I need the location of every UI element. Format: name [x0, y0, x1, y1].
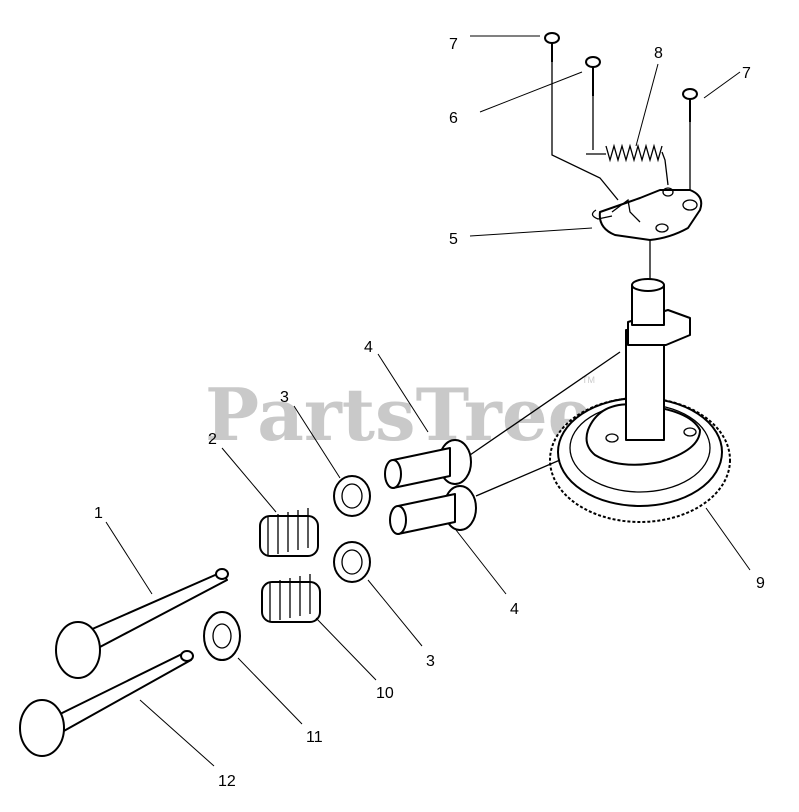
callout-9: 9 [756, 575, 765, 592]
screw-part[interactable] [682, 88, 698, 190]
callout-12: 12 [218, 773, 236, 790]
callout-3: 3 [426, 653, 435, 670]
governor-spring-part[interactable] [586, 143, 669, 186]
callout-11: 11 [306, 729, 323, 746]
governor-plate-part[interactable] [598, 189, 703, 241]
valve-spring-part[interactable] [261, 574, 321, 623]
tappet-part[interactable] [389, 459, 561, 535]
governor-assembly [544, 32, 703, 285]
callout-4: 4 [510, 601, 519, 618]
callout-2: 2 [208, 431, 217, 448]
valve-spring-part[interactable] [259, 508, 319, 557]
watermark-tm: TM [582, 375, 595, 385]
callout-1: 1 [94, 505, 103, 522]
watermark-text: PartsTree [205, 372, 593, 457]
callout-7: 7 [742, 65, 751, 82]
callout-7: 7 [449, 36, 458, 53]
callout-3: 3 [280, 389, 289, 406]
tappet-part[interactable] [384, 351, 621, 489]
callout-6: 6 [449, 110, 458, 127]
valve-seal-part[interactable] [203, 611, 241, 661]
callout-8: 8 [654, 45, 663, 62]
callout-10: 10 [376, 685, 394, 702]
valve-part[interactable] [55, 568, 229, 679]
valve-part[interactable] [19, 650, 194, 757]
screw-part[interactable] [585, 56, 601, 150]
callout-5: 5 [449, 231, 458, 248]
valve-retainer-part[interactable] [333, 541, 371, 583]
camshaft-gear-part[interactable] [549, 278, 731, 523]
leader-lines [105, 35, 751, 767]
valve-retainer-part[interactable] [333, 475, 371, 517]
watermark: PartsTree TM [205, 372, 595, 457]
callout-labels: 7 6 8 7 5 4 3 2 1 4 3 10 11 12 9 [94, 36, 765, 790]
screw-part[interactable] [544, 32, 560, 62]
callout-4: 4 [364, 339, 373, 356]
